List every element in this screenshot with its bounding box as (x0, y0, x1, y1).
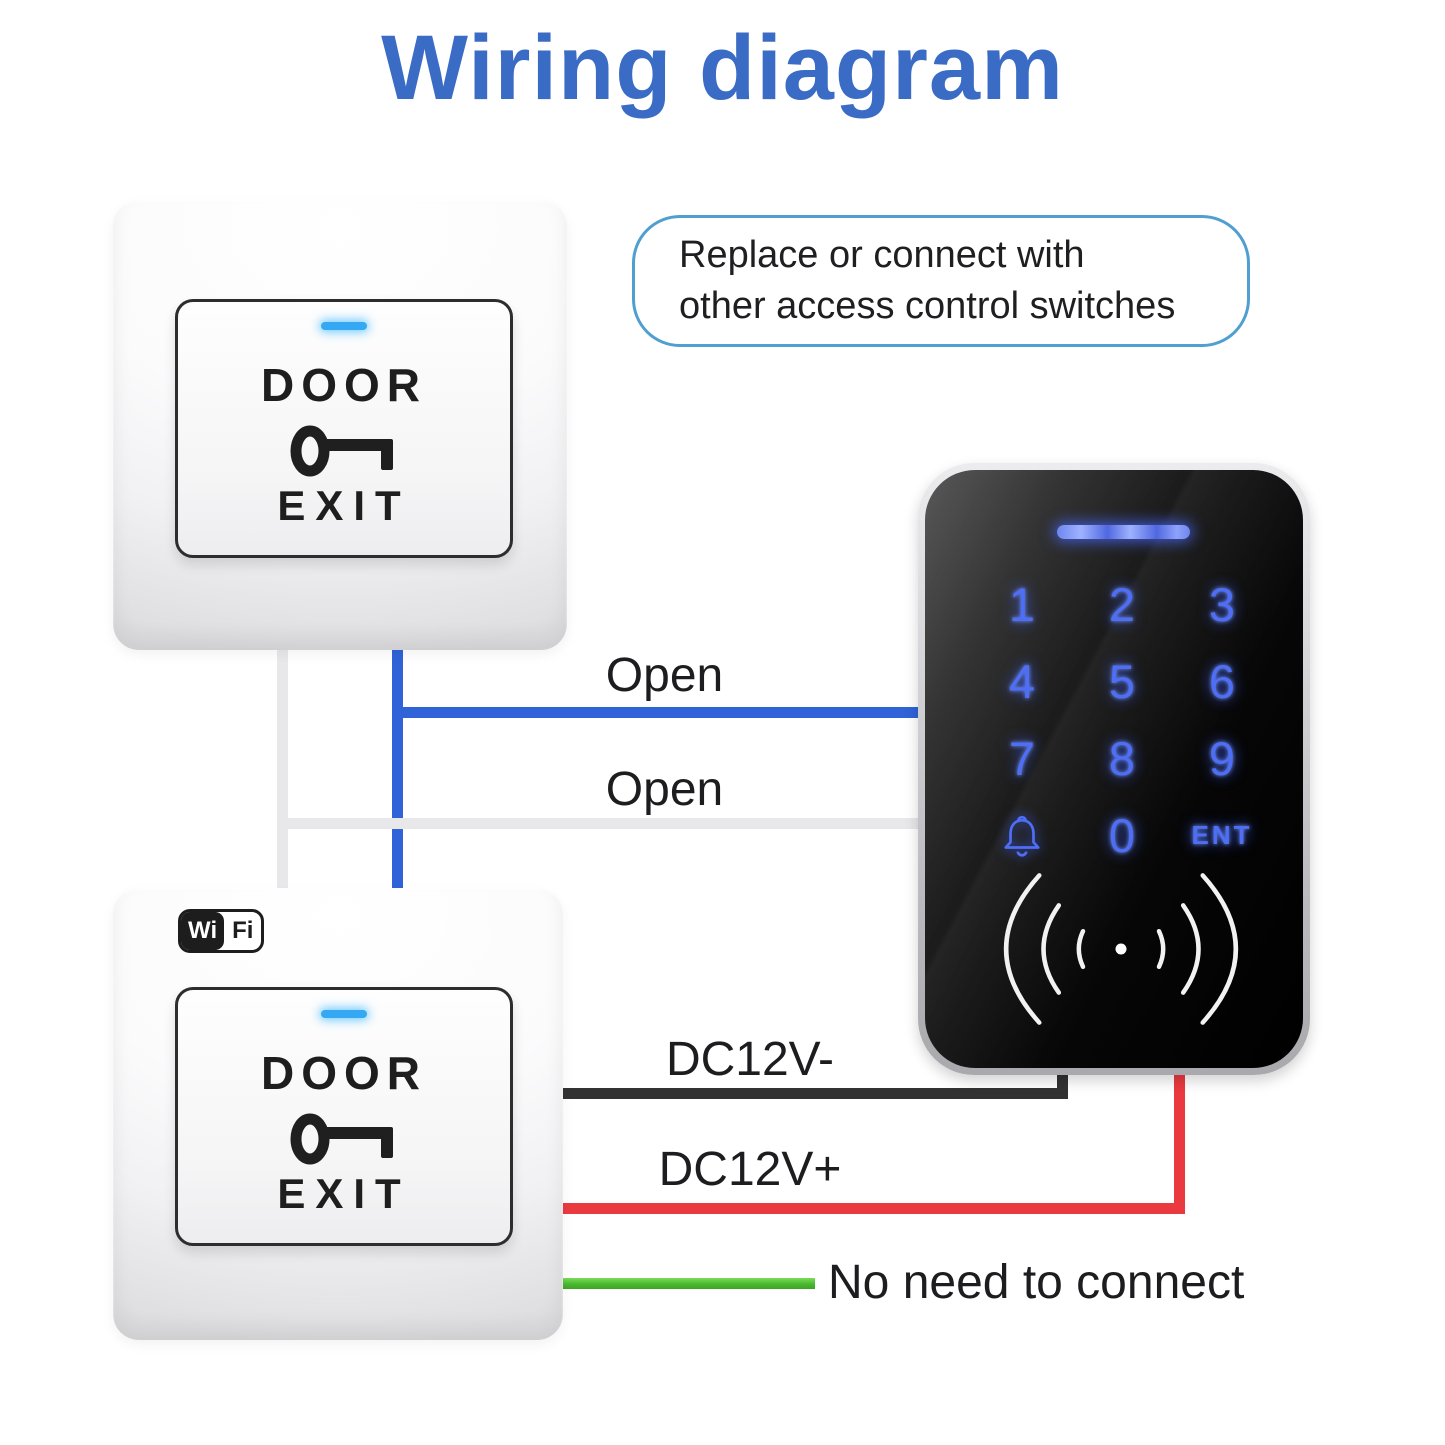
wire-dc12v-minus-vertical (1057, 1064, 1068, 1099)
exit-button-top: DOOR EXIT (113, 200, 567, 650)
wire-no-connect-green (563, 1278, 815, 1289)
callout-note: Replace or connect with other access con… (632, 215, 1250, 347)
key-icon (289, 418, 399, 480)
keypad-glass: 1 2 3 4 5 6 7 8 9 0 ENT (925, 470, 1303, 1068)
wifi-logo-fi: Fi (232, 917, 254, 944)
callout-line-2: other access control switches (679, 284, 1176, 327)
wire-open-blue-horizontal (392, 707, 918, 718)
exit-button-bottom: Wi Fi DOOR EXIT (113, 888, 563, 1340)
wifi-logo: Wi Fi (178, 909, 265, 953)
keypad-key-7: 7 (1008, 732, 1036, 785)
keypad-key-6: 6 (1208, 655, 1236, 708)
keypad-led-bar (1057, 525, 1190, 539)
access-control-keypad: 1 2 3 4 5 6 7 8 9 0 ENT (918, 463, 1310, 1075)
callout-line-1: Replace or connect with (679, 233, 1085, 276)
wire-dc12v-plus-horizontal (563, 1203, 1185, 1214)
bell-icon (972, 797, 1072, 874)
wire-dc12v-plus-vertical (1174, 1064, 1185, 1214)
keypad-key-0: 0 (1108, 809, 1136, 862)
wire-label-no-connect: No need to connect (828, 1256, 1245, 1309)
keypad-key-1: 1 (1008, 578, 1036, 631)
keypad-key-9: 9 (1208, 732, 1236, 785)
wire-open-blue-vertical (392, 648, 403, 890)
exit-push-button: DOOR EXIT (175, 987, 513, 1246)
keypad-key-ent: ENT (1191, 820, 1253, 850)
wire-label-open-bottom: Open (605, 763, 724, 816)
key-icon (289, 1106, 399, 1168)
wire-label-dc12v-minus: DC12V- (665, 1033, 835, 1086)
keypad-key-3: 3 (1208, 578, 1236, 631)
exit-label: EXIT (277, 482, 411, 529)
rfid-reader-icon (961, 849, 1281, 1049)
led-indicator (321, 322, 367, 330)
keypad-key-5: 5 (1108, 655, 1136, 708)
wire-label-open-top: Open (605, 649, 724, 702)
keypad-keys: 1 2 3 4 5 6 7 8 9 0 ENT (972, 566, 1272, 874)
page-title: Wiring diagram (381, 17, 1064, 119)
led-indicator (321, 1010, 367, 1018)
exit-label: EXIT (277, 1170, 411, 1217)
door-label: DOOR (261, 359, 427, 411)
wire-dc12v-minus-horizontal (563, 1088, 1068, 1099)
wire-open-white-horizontal (277, 818, 918, 829)
keypad-key-2: 2 (1108, 578, 1136, 631)
door-label: DOOR (261, 1047, 427, 1099)
wifi-logo-wi: Wi (181, 912, 225, 950)
keypad-key-8: 8 (1108, 732, 1136, 785)
wire-label-dc12v-plus: DC12V+ (658, 1143, 842, 1196)
exit-push-button: DOOR EXIT (175, 299, 513, 558)
keypad-key-4: 4 (1008, 655, 1036, 708)
wire-open-white-vertical (277, 648, 288, 890)
